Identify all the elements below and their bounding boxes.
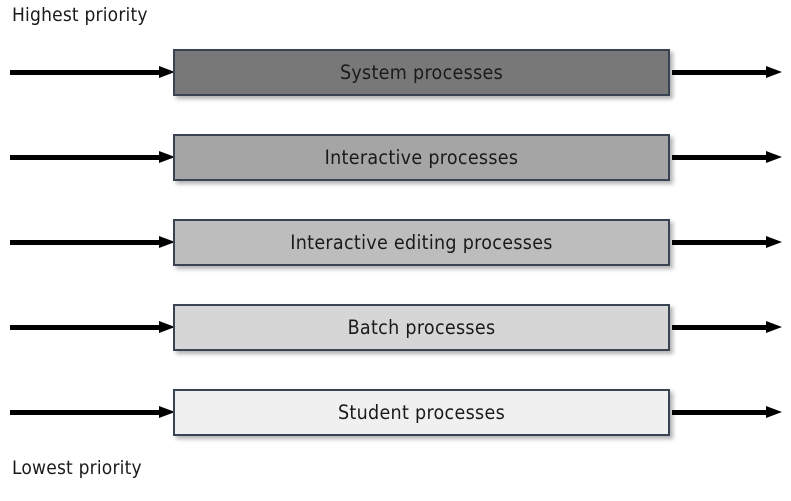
incoming-arrow-icon [10, 321, 175, 334]
arrow-head [159, 66, 175, 78]
outgoing-arrow-icon [670, 321, 784, 334]
arrow-shaft [672, 70, 768, 75]
arrow-head [766, 321, 782, 333]
process-queue-label: Interactive editing processes [290, 231, 553, 254]
process-queue-box-interactive-editing-processes[interactable]: Interactive editing processes [173, 219, 670, 266]
arrow-head [159, 321, 175, 333]
outgoing-arrow-icon [670, 66, 784, 79]
arrow-head [766, 406, 782, 418]
arrow-head [159, 151, 175, 163]
arrow-head [766, 236, 782, 248]
arrow-shaft [672, 155, 768, 160]
process-queue-box-batch-processes[interactable]: Batch processes [173, 304, 670, 351]
priority-row-4: Batch processes [0, 302, 791, 353]
priority-row-5: Student processes [0, 387, 791, 438]
priority-row-3: Interactive editing processes [0, 217, 791, 268]
arrow-head [159, 406, 175, 418]
priority-row-1: System processes [0, 47, 791, 98]
outgoing-arrow-icon [670, 406, 784, 419]
arrow-head [766, 66, 782, 78]
arrow-head [159, 236, 175, 248]
process-queue-label: Student processes [337, 401, 506, 424]
incoming-arrow-icon [10, 236, 175, 249]
process-queue-box-student-processes[interactable]: Student processes [173, 389, 670, 436]
outgoing-arrow-icon [670, 151, 784, 164]
arrow-shaft [10, 70, 161, 75]
incoming-arrow-icon [10, 151, 175, 164]
process-queue-label: System processes [339, 61, 504, 84]
arrow-head [766, 151, 782, 163]
lowest-priority-label: Lowest priority [12, 457, 142, 479]
process-queue-label: Batch processes [347, 316, 496, 339]
arrow-shaft [10, 155, 161, 160]
incoming-arrow-icon [10, 406, 175, 419]
arrow-shaft [672, 240, 768, 245]
arrow-shaft [672, 325, 768, 330]
arrow-shaft [672, 410, 768, 415]
arrow-shaft [10, 325, 161, 330]
process-queue-label: Interactive processes [324, 146, 519, 169]
incoming-arrow-icon [10, 66, 175, 79]
arrow-shaft [10, 240, 161, 245]
process-queue-box-system-processes[interactable]: System processes [173, 49, 670, 96]
outgoing-arrow-icon [670, 236, 784, 249]
process-queue-box-interactive-processes[interactable]: Interactive processes [173, 134, 670, 181]
highest-priority-label: Highest priority [12, 4, 148, 26]
priority-row-2: Interactive processes [0, 132, 791, 183]
arrow-shaft [10, 410, 161, 415]
